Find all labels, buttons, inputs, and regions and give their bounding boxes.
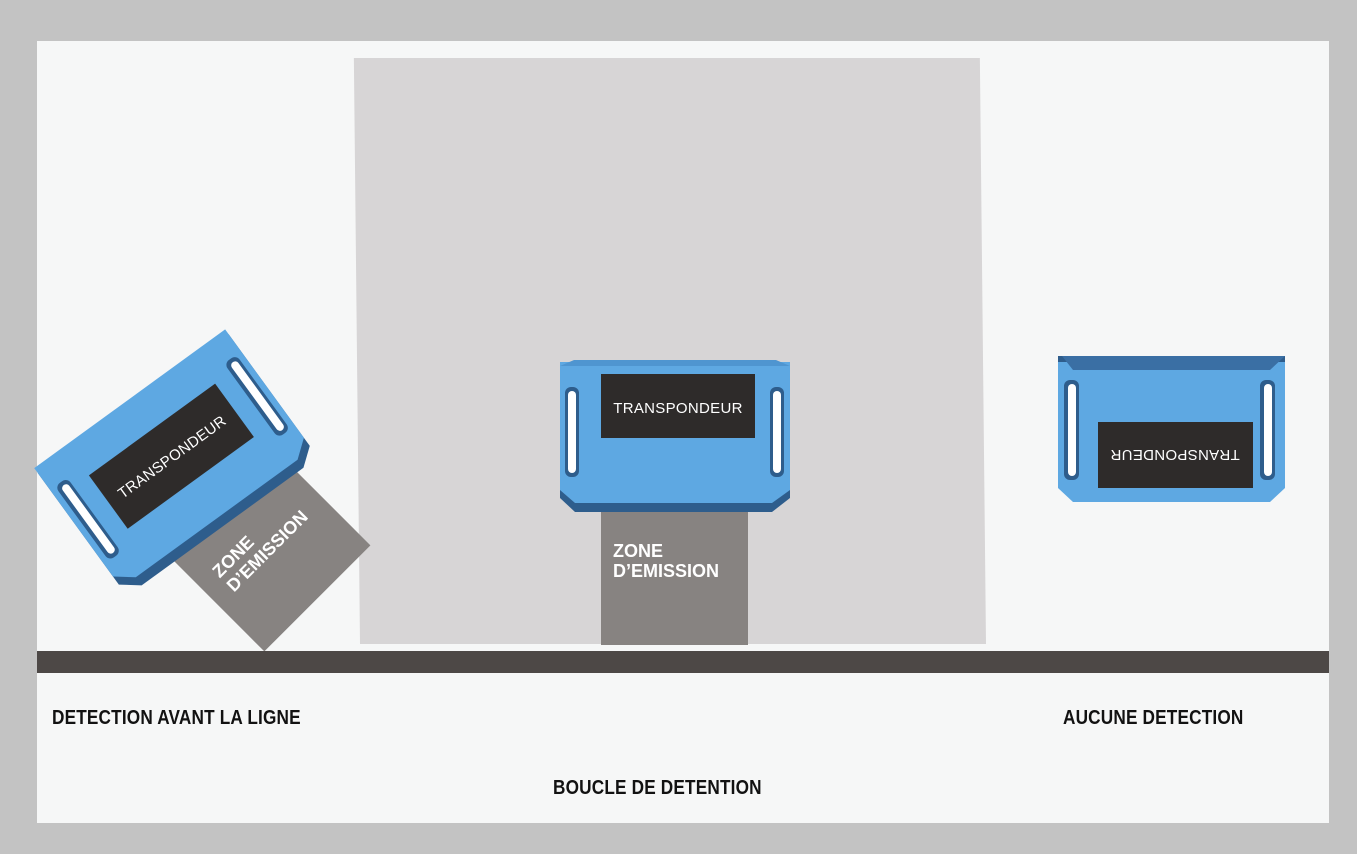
finish-line [37, 651, 1329, 673]
label-detection-loop: BOUCLE DE DETENTION [553, 777, 762, 799]
transponder-center-label: TRANSPONDEUR [613, 400, 742, 417]
label-detection-before-line: DETECTION AVANT LA LIGNE [52, 707, 301, 729]
transponder-right-label: TRANSPONDEUR [1110, 446, 1239, 463]
emission-zone-center: ZONE D’EMISSION [601, 511, 748, 645]
emission-zone-center-line1: ZONE [613, 541, 664, 561]
label-no-detection: AUCUNE DETECTION [1063, 707, 1244, 729]
emission-zone-center-line2: D’EMISSION [613, 561, 720, 581]
